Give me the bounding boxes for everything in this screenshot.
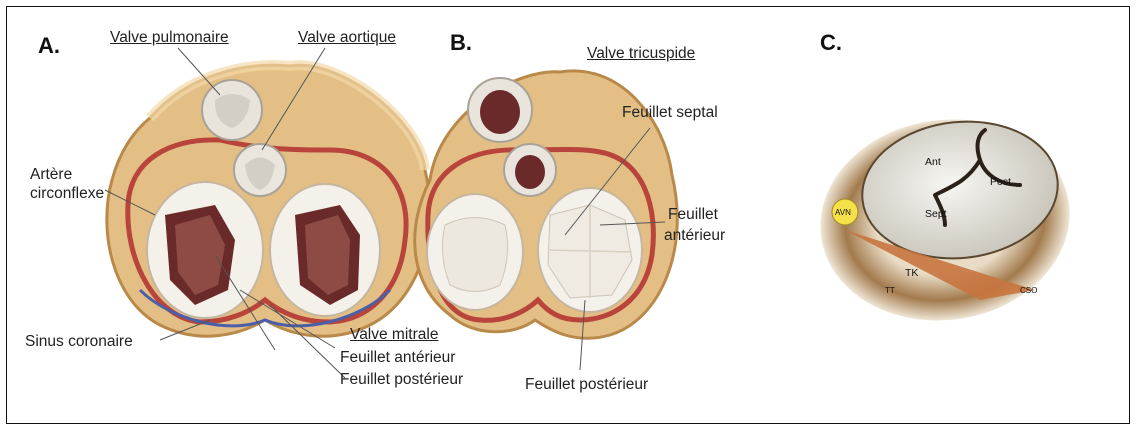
label-artere-line1: Artère <box>30 165 72 184</box>
label-feuillet-anterieur-a: Feuillet antérieur <box>340 348 455 367</box>
label-feuillet-posterieur-b: Feuillet postérieur <box>525 375 648 394</box>
label-valve-aortique: Valve aortique <box>298 28 396 47</box>
label-feuillet-posterieur-a: Feuillet postérieur <box>340 370 463 389</box>
tricuspid-photo <box>807 104 1082 337</box>
panel-label-c: C. <box>820 30 842 56</box>
label-sept: Sept <box>925 208 947 220</box>
label-valve-pulmonaire: Valve pulmonaire <box>110 28 229 47</box>
label-cso: CSO <box>1020 286 1037 295</box>
label-sinus-coronaire: Sinus coronaire <box>25 332 133 351</box>
label-valve-mitrale: Valve mitrale <box>350 325 438 344</box>
label-valve-tricuspide: Valve tricuspide <box>587 44 695 63</box>
label-feuillet-anterieur-b-line1: Feuillet <box>668 205 718 224</box>
label-artere-line2: circonflexe <box>30 184 104 203</box>
label-feuillet-septal: Feuillet septal <box>622 103 718 122</box>
panel-label-b: B. <box>450 30 472 56</box>
label-feuillet-anterieur-b-line2: antérieur <box>664 226 725 245</box>
label-post: Post <box>990 176 1011 188</box>
label-tk: TK <box>905 267 918 279</box>
heart-a <box>107 65 430 336</box>
label-ant: Ant <box>925 156 941 168</box>
label-avn: AVN <box>835 208 851 217</box>
label-tt: TT <box>885 286 895 295</box>
panel-label-a: A. <box>38 33 60 59</box>
